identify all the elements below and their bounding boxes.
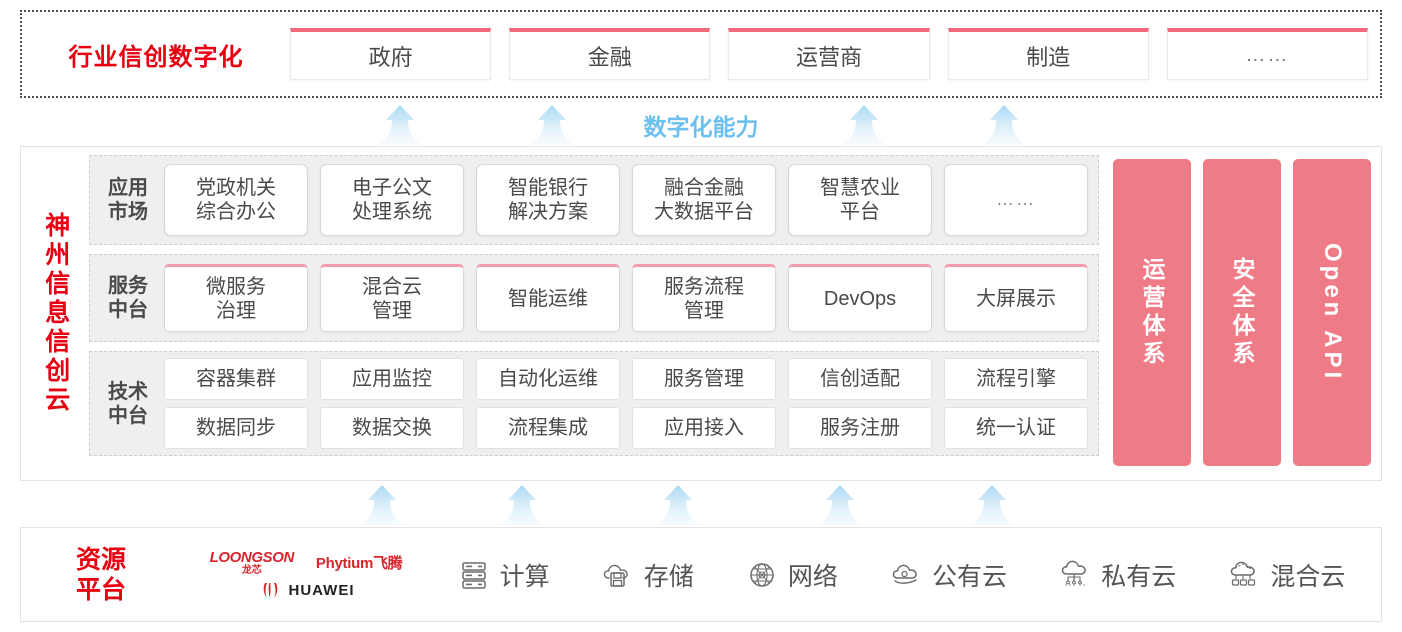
cloud-platform-body: 应用 市场 党政机关 综合办公 电子公文 (89, 147, 1381, 480)
card-devops[interactable]: DevOps (788, 264, 932, 332)
up-arrow-icon (378, 105, 422, 145)
capability-label: 数字化能力 (643, 114, 759, 140)
industry-card-finance[interactable]: 金融 (509, 28, 711, 80)
card-service-process-management[interactable]: 服务流程 管理 (632, 264, 776, 332)
card-service-management[interactable]: 服务管理 (632, 358, 776, 400)
vendor-logo-line-1: LOONGSON 龙芯 Phytium飞腾 (210, 550, 403, 576)
industry-band: 行业信创数字化 政府 金融 运营商 制造 …… (20, 10, 1382, 98)
industry-band-title: 行业信创数字化 (68, 43, 244, 71)
resource-item-private-cloud[interactable]: 私有云 (1058, 557, 1176, 593)
resource-item-network[interactable]: 网络 (745, 557, 838, 593)
service-platform-cards: 微服务 治理 混合云 管理 智能运维 (164, 261, 1088, 335)
resource-platform-title: 资源 平台 (75, 545, 126, 604)
card-process-integration[interactable]: 流程集成 (476, 407, 620, 449)
pillar-open-api[interactable]: Open API (1293, 159, 1371, 466)
technology-cards-bottom-line: 数据同步 数据交换 流程集成 应用接入 服务注册 统一认证 (164, 407, 1088, 449)
industry-card-government[interactable]: 政府 (290, 28, 492, 80)
resource-item-label: 混合云 (1270, 562, 1346, 591)
up-arrow-icon (970, 485, 1014, 525)
up-arrow-icon (818, 485, 862, 525)
vendor-logo-line-2: HUAWEI (258, 582, 355, 600)
resource-platform-band: 资源 平台 LOONGSON 龙芯 Phytium飞腾 HUAWEI (20, 527, 1382, 622)
platform-rows: 应用 市场 党政机关 综合办公 电子公文 (89, 155, 1099, 472)
industry-card-more[interactable]: …… (1166, 28, 1369, 80)
resource-item-label: 公有云 (932, 562, 1008, 591)
card-application-access[interactable]: 应用接入 (632, 407, 776, 449)
card-xinchuang-adaptation[interactable]: 信创适配 (788, 358, 932, 400)
up-arrow-icon (842, 105, 886, 145)
resource-item-compute[interactable]: 计算 (457, 557, 550, 593)
technology-cards-top-line: 容器集群 应用监控 自动化运维 服务管理 信创适配 流程引擎 (164, 358, 1088, 400)
card-smart-bank-solution[interactable]: 智能银行 解决方案 (476, 164, 620, 236)
hybrid-cloud-icon (1231, 561, 1256, 586)
card-application-monitoring[interactable]: 应用监控 (320, 358, 464, 400)
up-arrow-icon (656, 485, 700, 525)
pillar-security-system[interactable]: 安全体系 (1203, 159, 1281, 466)
resource-item-label: 计算 (499, 562, 550, 591)
row-application-market: 应用 市场 党政机关 综合办公 电子公文 (89, 155, 1099, 245)
card-data-exchange[interactable]: 数据交换 (320, 407, 464, 449)
card-process-engine[interactable]: 流程引擎 (944, 358, 1088, 400)
cloud-platform-title-text: 神州信息信创云 (41, 212, 70, 415)
card-intelligent-ops[interactable]: 智能运维 (476, 264, 620, 332)
row-service-platform: 服务 中台 微服务 治理 混合云 管 (89, 254, 1099, 342)
huawei-logo: HUAWEI (258, 582, 355, 600)
up-arrow-icon (360, 485, 404, 525)
up-arrow-icon (500, 485, 544, 525)
pillar-operation-system[interactable]: 运营体系 (1113, 159, 1191, 466)
card-gov-office[interactable]: 党政机关 综合办公 (164, 164, 308, 236)
phytium-logo: Phytium飞腾 (315, 555, 403, 572)
card-container-cluster[interactable]: 容器集群 (164, 358, 308, 400)
card-microservice-governance[interactable]: 微服务 治理 (164, 264, 308, 332)
vendor-logo-list: LOONGSON 龙芯 Phytium飞腾 HUAWEI (181, 550, 431, 600)
industry-card-manufacturing[interactable]: 制造 (947, 28, 1149, 80)
resource-item-hybrid-cloud[interactable]: 混合云 (1227, 557, 1345, 593)
loongson-logo: LOONGSON 龙芯 (209, 548, 295, 576)
card-large-screen-display[interactable]: 大屏展示 (944, 264, 1088, 332)
resource-item-label: 存储 (643, 562, 694, 591)
huawei-flower-icon (263, 582, 277, 598)
cloud-platform-title: 神州信息信创云 (21, 147, 89, 480)
card-hybrid-cloud-management[interactable]: 混合云 管理 (320, 264, 464, 332)
card-service-registration[interactable]: 服务注册 (788, 407, 932, 449)
up-arrow-icon (982, 105, 1026, 145)
resource-item-label: 私有云 (1101, 562, 1177, 591)
industry-card-operator[interactable]: 运营商 (728, 28, 930, 80)
resource-item-public-cloud[interactable]: 公有云 (889, 557, 1007, 593)
application-market-cards: 党政机关 综合办公 电子公文 处理系统 智能银行 (164, 162, 1088, 238)
pillar-list: 运营体系 安全体系 Open API (1109, 155, 1371, 472)
card-e-document-system[interactable]: 电子公文 处理系统 (320, 164, 464, 236)
card-unified-authentication[interactable]: 统一认证 (944, 407, 1088, 449)
card-data-sync[interactable]: 数据同步 (164, 407, 308, 449)
technology-platform-cards: 容器集群 应用监控 自动化运维 服务管理 信创适配 流程引擎 数据同步 数据交换… (164, 358, 1088, 449)
card-automated-ops[interactable]: 自动化运维 (476, 358, 620, 400)
resource-item-list: 计算 存储 网络 (431, 557, 1381, 593)
capability-strip: 数字化能力 (20, 100, 1382, 145)
row-label-application-market: 应用 市场 (108, 177, 148, 223)
resource-item-storage[interactable]: 存储 (601, 557, 694, 593)
card-application-more[interactable]: …… (944, 164, 1088, 236)
server-icon (461, 561, 486, 589)
row-technology-platform: 技术 中台 容器集群 应用监控 自动化运维 服务管理 信创适配 流程引擎 (89, 351, 1099, 456)
public-cloud-icon (892, 564, 917, 584)
resource-item-label: 网络 (787, 562, 838, 591)
card-smart-agriculture-platform[interactable]: 智慧农业 平台 (788, 164, 932, 236)
network-globe-icon (750, 562, 774, 587)
resource-arrows-strip (20, 483, 1382, 525)
up-arrow-icon (530, 105, 574, 145)
cloud-storage-icon (603, 564, 628, 587)
industry-card-list: 政府 金融 运营商 制造 …… (290, 12, 1380, 96)
cloud-platform-frame: 神州信息信创云 应用 市场 党政机关 综合办公 (20, 146, 1382, 481)
private-cloud-icon (1061, 560, 1086, 586)
card-finance-bigdata-platform[interactable]: 融合金融 大数据平台 (632, 164, 776, 236)
row-label-service-platform: 服务 中台 (108, 275, 148, 321)
row-label-technology-platform: 技术 中台 (108, 380, 148, 427)
